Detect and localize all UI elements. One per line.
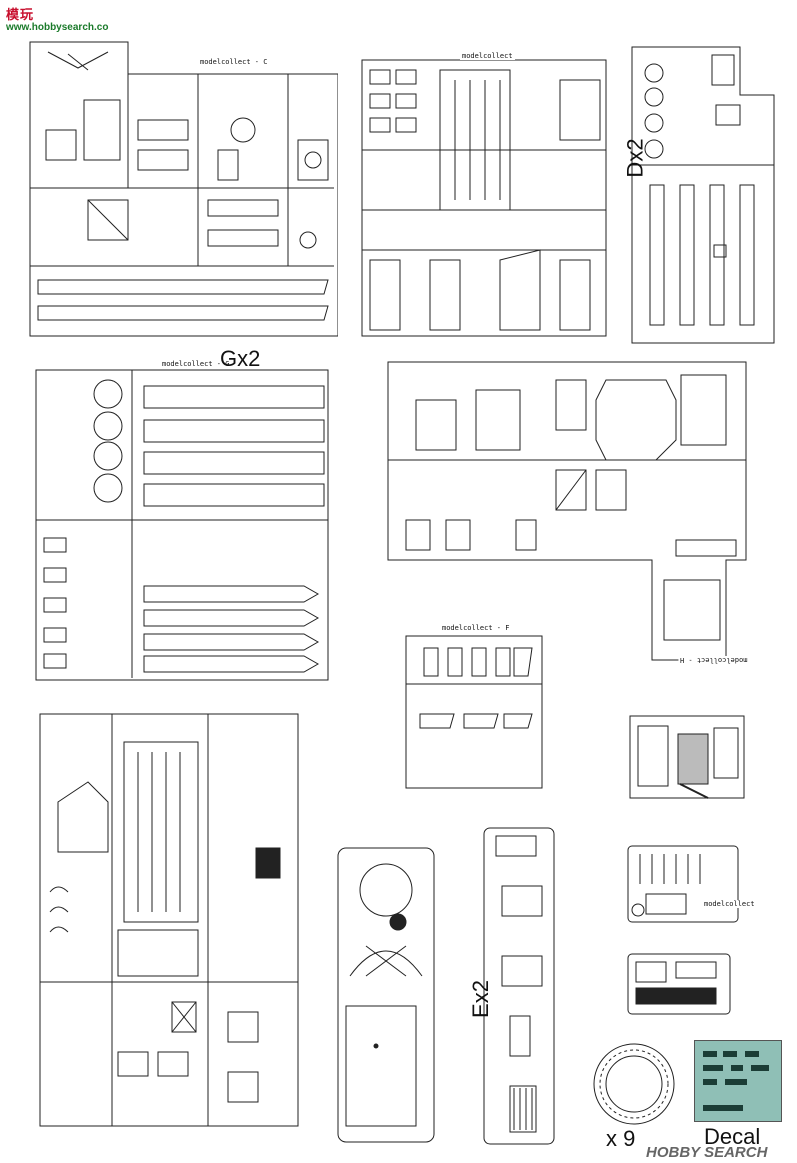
sprue-h-tag: modelcollect - H bbox=[678, 656, 750, 664]
sprue-c: modelcollect - C bbox=[28, 40, 338, 338]
sprue-bottom-left bbox=[38, 712, 300, 1144]
sprue-e-label: Ex2 bbox=[467, 980, 493, 1018]
watermark-site: www.hobbysearch.co bbox=[6, 22, 109, 33]
decal-label: Decal bbox=[704, 1124, 761, 1149]
sprue-e: Ex2 bbox=[468, 826, 562, 1146]
photo-etch-tag: modelcollect bbox=[702, 900, 757, 908]
clear-parts-sprue bbox=[628, 714, 746, 800]
sprue-g: modelcollect - G Gx2 bbox=[34, 346, 330, 682]
sprue-g-label: Gx2 bbox=[220, 346, 261, 371]
sprue-i bbox=[336, 846, 436, 1144]
watermark-logo: 模玩 bbox=[6, 7, 35, 22]
photo-etch-fret-2 bbox=[626, 952, 732, 1016]
tire-part bbox=[592, 1042, 676, 1126]
watermark-bottom-brand: HOBBY SEARCH bbox=[646, 1144, 768, 1161]
sprue-g-tag: modelcollect - G bbox=[160, 360, 232, 368]
tire-qty-label: x 9 bbox=[606, 1126, 636, 1151]
sprue-c-tag: modelcollect - C bbox=[198, 58, 270, 66]
sprue-d: Dx2 bbox=[623, 45, 780, 345]
sprue-h: modelcollect - H bbox=[386, 360, 776, 670]
sprue-d-label: Dx2 bbox=[622, 138, 648, 178]
sprue-f-tag: modelcollect - F bbox=[440, 624, 512, 632]
decal-sheet bbox=[694, 1040, 782, 1122]
photo-etch-fret-1: modelcollect bbox=[626, 844, 757, 924]
sprue-f: modelcollect - F bbox=[404, 624, 544, 790]
sprue-upper-middle: modelcollect bbox=[360, 50, 610, 338]
sprue-upper-middle-tag: modelcollect bbox=[460, 52, 515, 60]
